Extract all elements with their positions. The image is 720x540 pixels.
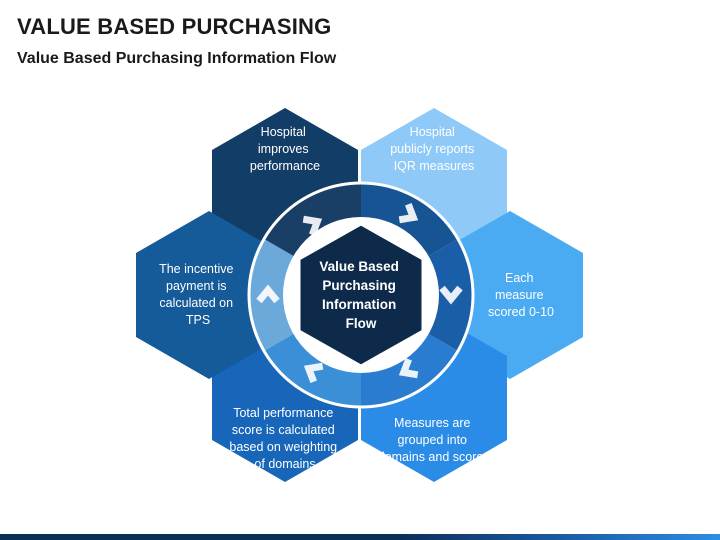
chevron-down-icon	[439, 285, 463, 305]
chevron-up-icon	[256, 284, 280, 304]
center-hex: Value Based Purchasing Information Flow	[297, 222, 425, 368]
step-line: publicly reports	[390, 142, 474, 156]
center-line: Information	[322, 297, 396, 312]
center-line: Flow	[346, 316, 377, 331]
step-line: scored 0-10	[488, 305, 554, 319]
step-line: performance	[250, 159, 320, 173]
step-label-1: Hospital improves performance	[250, 125, 320, 173]
step-label-4: Measures are grouped into domains and sc…	[378, 416, 491, 464]
step-line: TPS	[186, 313, 210, 327]
center-label: Value Based Purchasing Information Flow	[319, 259, 402, 331]
step-line: improves	[258, 142, 309, 156]
step-label-3: Each measure scored 0-10	[488, 271, 554, 319]
step-line: domains and scored	[378, 450, 491, 464]
step-line: The incentive	[159, 262, 233, 276]
footer-band	[0, 534, 720, 540]
chevron-right-icon	[398, 202, 419, 224]
step-line: IQR measures	[394, 159, 475, 173]
step-line: based on weighting	[229, 440, 337, 454]
chevron-right-icon	[302, 215, 323, 237]
step-line: Hospital	[410, 125, 455, 139]
ring-outer-border	[247, 181, 475, 409]
step-line: Hospital	[261, 125, 306, 139]
step-label-6: The incentive payment is calculated on T…	[159, 262, 237, 327]
step-line: Measures are	[394, 416, 470, 430]
hex-step-6	[136, 211, 282, 379]
page-title: VALUE BASED PURCHASING	[17, 14, 332, 39]
center-line: Purchasing	[322, 278, 396, 293]
step-label-2: Hospital publicly reports IQR measures	[390, 125, 478, 173]
step-label-5: Total performance score is calculated ba…	[229, 406, 340, 471]
step-line: measure	[495, 288, 544, 302]
chevron-left-icon	[303, 362, 324, 384]
chevron-down-left-icon	[398, 357, 419, 379]
step-line: grouped into	[398, 433, 468, 447]
hex-shape	[136, 211, 282, 379]
step-line: calculated on	[159, 296, 233, 310]
step-line: Each	[505, 271, 534, 285]
center-line: Value Based	[319, 259, 399, 274]
page-subtitle: Value Based Purchasing Information Flow	[17, 50, 337, 67]
step-line: score is calculated	[232, 423, 335, 437]
step-line: payment is	[166, 279, 226, 293]
center-hex-shape	[297, 222, 425, 368]
step-line: of domains	[254, 457, 315, 471]
step-line: Total performance	[233, 406, 333, 420]
